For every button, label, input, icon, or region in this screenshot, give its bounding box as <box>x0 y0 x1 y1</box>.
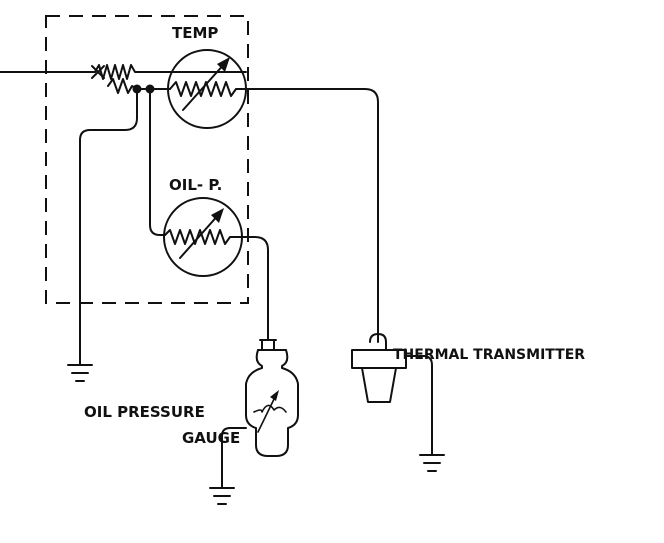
temp-label: TEMP <box>172 24 218 42</box>
oil-sender-ground-wire <box>221 427 247 489</box>
thermal-transmitter-label: THERMAL TRANSMITTER <box>393 347 585 363</box>
oil-pressure-sender <box>245 339 299 457</box>
transmitter-ground-wire <box>405 355 433 456</box>
x-marker <box>91 65 105 79</box>
temp-sender-wire <box>245 88 379 343</box>
thermal-transmitter <box>351 333 407 403</box>
ground-symbol <box>67 364 93 382</box>
ground-symbol <box>419 454 445 472</box>
ground-wire-left <box>79 88 138 366</box>
oil-p-label: OIL- P. <box>169 176 222 194</box>
instrument-cluster-box <box>45 15 249 304</box>
oil-gauge-feed-wire <box>149 88 166 236</box>
ground-symbol <box>209 487 235 505</box>
oil-pressure-gauge-dial <box>163 197 243 277</box>
oil-pressure-label-1: OIL PRESSURE <box>84 403 205 421</box>
oil-sender-wire <box>231 236 269 341</box>
oil-pressure-label-2: GAUGE <box>182 429 240 447</box>
